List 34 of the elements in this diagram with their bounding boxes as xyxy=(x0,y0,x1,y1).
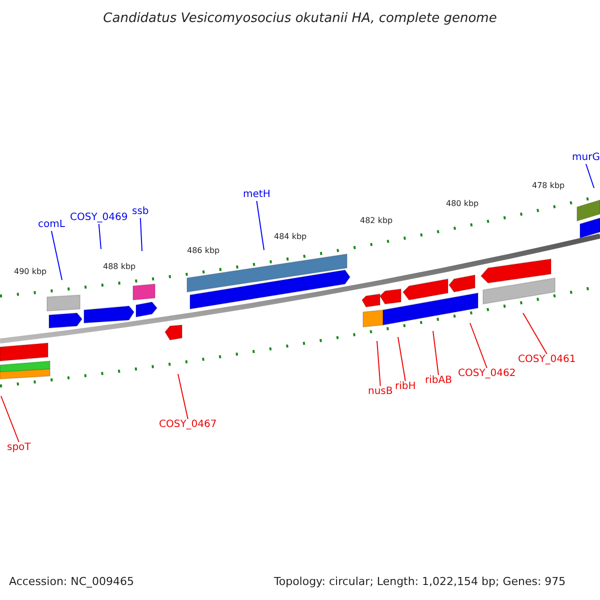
leader-line xyxy=(432,330,439,376)
gene-label: COSY_0467 xyxy=(159,420,217,430)
gene-label: COSY_0462 xyxy=(458,369,516,379)
leader-line xyxy=(376,340,381,386)
leader-line xyxy=(98,224,102,250)
leader-line xyxy=(0,396,20,442)
leader-line xyxy=(50,230,62,280)
tick-label: 478 kbp xyxy=(532,182,565,190)
gene-label: spoT xyxy=(7,443,31,453)
tick-label: 486 kbp xyxy=(187,247,220,255)
gene-label: COSY_0469 xyxy=(70,213,128,223)
leader-line xyxy=(140,218,142,252)
tick-label: 482 kbp xyxy=(360,217,393,225)
diagram-title: Candidatus Vesicomyosocius okutanii HA, complete genome xyxy=(102,12,498,25)
tick-label: 484 kbp xyxy=(274,233,307,241)
gene-label: nusB xyxy=(368,387,393,397)
leader-line xyxy=(585,164,594,188)
gene-label: ribAB xyxy=(425,376,452,386)
gene-label: ribH xyxy=(395,382,416,392)
leader-line xyxy=(178,374,188,420)
gene-label: murG xyxy=(572,153,600,163)
genome-summary-text: Topology: circular; Length: 1,022,154 bp; Genes: 975 xyxy=(274,576,566,587)
gene-label: metH xyxy=(243,190,270,200)
gene-label: ssb xyxy=(132,207,149,217)
leader-line xyxy=(470,322,488,368)
tick-label: 480 kbp xyxy=(446,200,479,208)
accession-text: Accession: NC_009465 xyxy=(9,576,134,587)
tick-label: 490 kbp xyxy=(14,268,47,276)
leader-line xyxy=(398,336,406,382)
gene-label: comL xyxy=(38,220,65,230)
leader-line xyxy=(522,312,548,354)
gene-label: COSY_0461 xyxy=(518,355,576,365)
tick-label: 488 kbp xyxy=(103,263,136,271)
leader-line xyxy=(256,200,264,250)
